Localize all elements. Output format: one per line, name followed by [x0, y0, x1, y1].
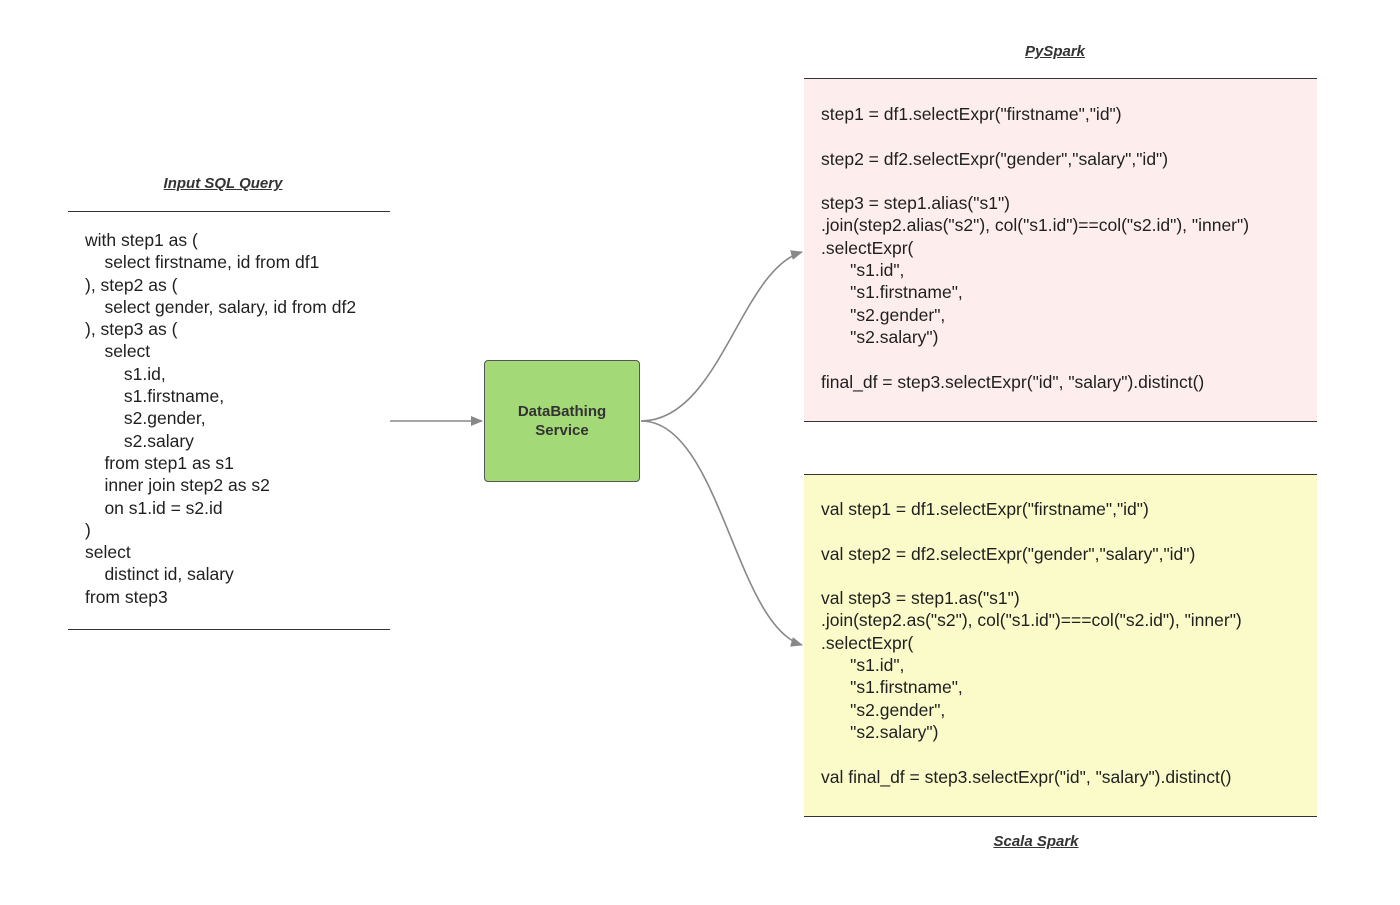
pyspark-title: PySpark — [1024, 43, 1086, 60]
scala-title: Scala Spark — [993, 833, 1079, 850]
service-to-pyspark-arrow — [640, 250, 803, 422]
input-bottom-rule — [68, 629, 390, 630]
service-to-scala-arrow — [640, 420, 803, 647]
scala-bottom-rule — [804, 816, 1317, 817]
scala-code: val step1 = df1.selectExpr("firstname","… — [821, 499, 1242, 787]
input-sql-code: with step1 as ( select firstname, id fro… — [85, 230, 357, 607]
pyspark-top-rule — [804, 78, 1317, 79]
pyspark-panel — [804, 79, 1317, 422]
scala-top-rule — [804, 474, 1317, 475]
pyspark-code: step1 = df1.selectExpr("firstname","id")… — [821, 104, 1250, 392]
databathing-service-node: DataBathing Service — [484, 360, 640, 482]
input-top-rule — [68, 211, 390, 212]
scala-panel — [804, 475, 1317, 817]
pyspark-bottom-rule — [804, 421, 1317, 422]
service-label: DataBathing Service — [517, 403, 607, 439]
input-sql-title: Input SQL Query — [163, 175, 283, 192]
